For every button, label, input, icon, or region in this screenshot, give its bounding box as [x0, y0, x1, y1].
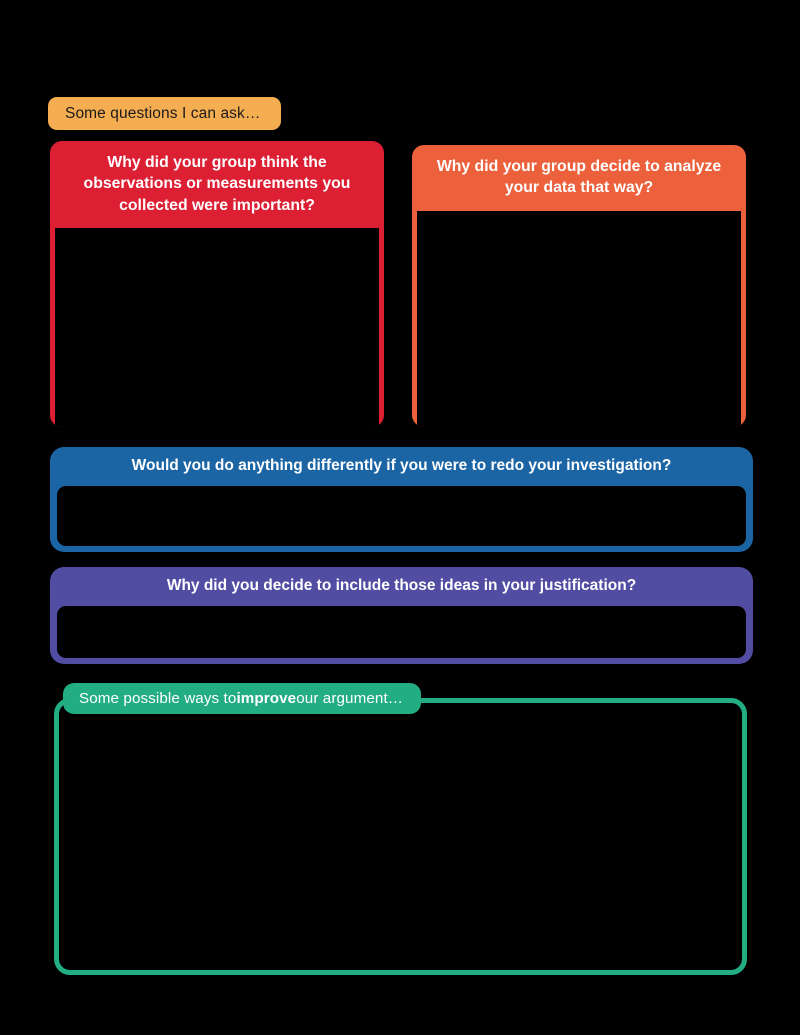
question-card-why-observations-important: Why did your group think the observation… — [50, 141, 384, 427]
improve-argument-label-suffix: our argument… — [296, 690, 404, 707]
improve-argument-label-bold: improve — [236, 690, 297, 707]
improve-argument-label-prefix: Some possible ways to — [79, 690, 237, 707]
question-card-would-you-redo: Would you do anything differently if you… — [50, 447, 753, 552]
questions-intro-label: Some questions I can ask… — [48, 97, 281, 130]
answer-well-wrapper — [50, 227, 384, 427]
improve-argument-notes-area[interactable] — [59, 703, 742, 970]
questions-intro-label-text: Some questions I can ask… — [65, 104, 261, 122]
question-card-header: Why did your group decide to analyze you… — [436, 158, 722, 197]
answer-area-would-you-redo[interactable] — [57, 486, 746, 547]
answer-well-wrapper — [412, 210, 746, 427]
improve-argument-card — [54, 698, 747, 975]
question-card-why-include-ideas: Why did you decide to include those idea… — [50, 567, 753, 664]
question-card-header: Would you do anything differently if you… — [131, 457, 672, 474]
answer-area-why-analyze-that-way[interactable] — [417, 210, 741, 427]
question-card-header: Why did your group think the observation… — [83, 154, 351, 214]
answer-area-why-observations-important[interactable] — [55, 227, 379, 427]
question-card-why-analyze-that-way: Why did your group decide to analyze you… — [412, 145, 746, 427]
question-card-header: Why did you decide to include those idea… — [166, 577, 637, 594]
answer-area-why-include-ideas[interactable] — [57, 606, 746, 659]
improve-argument-label: Some possible ways to improve our argume… — [63, 683, 422, 714]
